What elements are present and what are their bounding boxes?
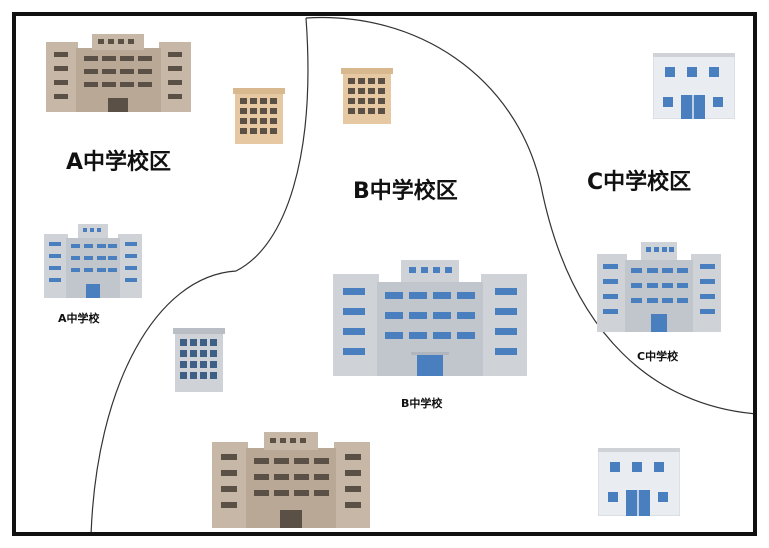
district-label-b: B中学校区 (353, 179, 458, 204)
district-map-frame: A中学校区 B中学校区 C中学校区 A中学校 (12, 12, 757, 536)
small-building-icon (598, 448, 680, 516)
brown-office-building-icon (212, 432, 370, 528)
school-label-a: A中学校 (58, 312, 100, 325)
school-b-building-icon (333, 260, 527, 376)
tan-apartment-building-icon (233, 88, 285, 144)
school-label-b: B中学校 (401, 397, 443, 410)
small-building-icon (653, 53, 735, 119)
gray-apartment-building-icon (173, 328, 225, 392)
school-label-c: C中学校 (637, 350, 679, 363)
school-c-building-icon (597, 242, 721, 332)
boundary-line-b-c (305, 16, 753, 415)
district-boundaries (90, 16, 753, 532)
tan-apartment-building-icon (341, 68, 393, 124)
district-label-c: C中学校区 (587, 170, 692, 195)
district-label-a: A中学校区 (66, 150, 172, 175)
school-a-building-icon (44, 224, 142, 298)
boundary-line-a-b (90, 17, 309, 532)
brown-office-building-icon (46, 34, 191, 112)
